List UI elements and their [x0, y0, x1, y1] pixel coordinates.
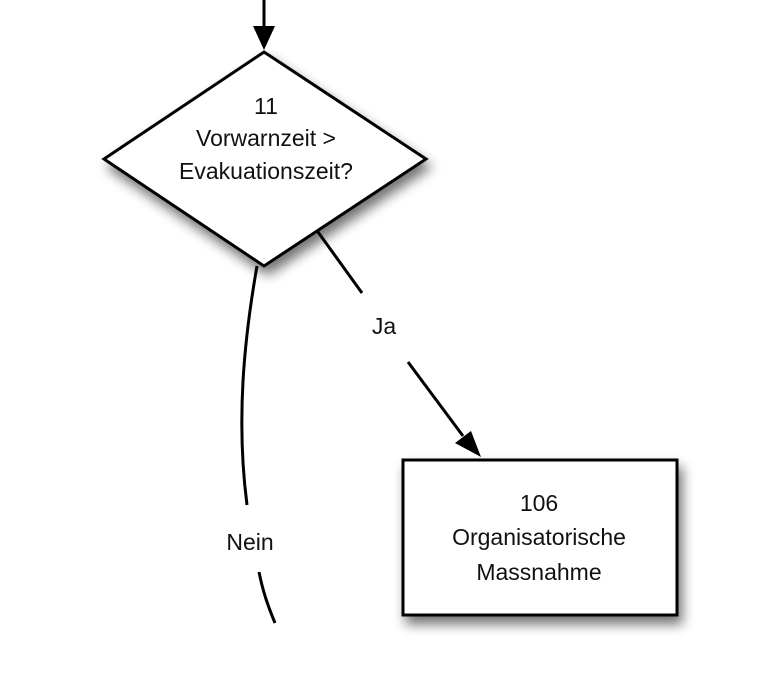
- decision-id: 11: [254, 93, 278, 119]
- no-edge-label: Nein: [226, 529, 273, 555]
- process-id: 106: [520, 490, 558, 516]
- process-node-106[interactable]: 106 Organisatorische Massnahme: [401, 458, 679, 617]
- decision-line-2: Evakuationszeit?: [179, 158, 353, 184]
- yes-edge: [316, 231, 481, 457]
- decision-line-1: Vorwarnzeit >: [196, 125, 336, 151]
- decision-node-11[interactable]: 11 Vorwarnzeit > Evakuationszeit?: [101, 50, 429, 268]
- no-edge: [240, 265, 277, 624]
- incoming-arrow: [253, 0, 275, 50]
- process-line-2: Massnahme: [476, 559, 601, 585]
- process-line-1: Organisatorische: [452, 524, 626, 550]
- yes-edge-label: Ja: [372, 313, 397, 339]
- process-box: [401, 458, 679, 617]
- decision-diamond: [101, 50, 429, 268]
